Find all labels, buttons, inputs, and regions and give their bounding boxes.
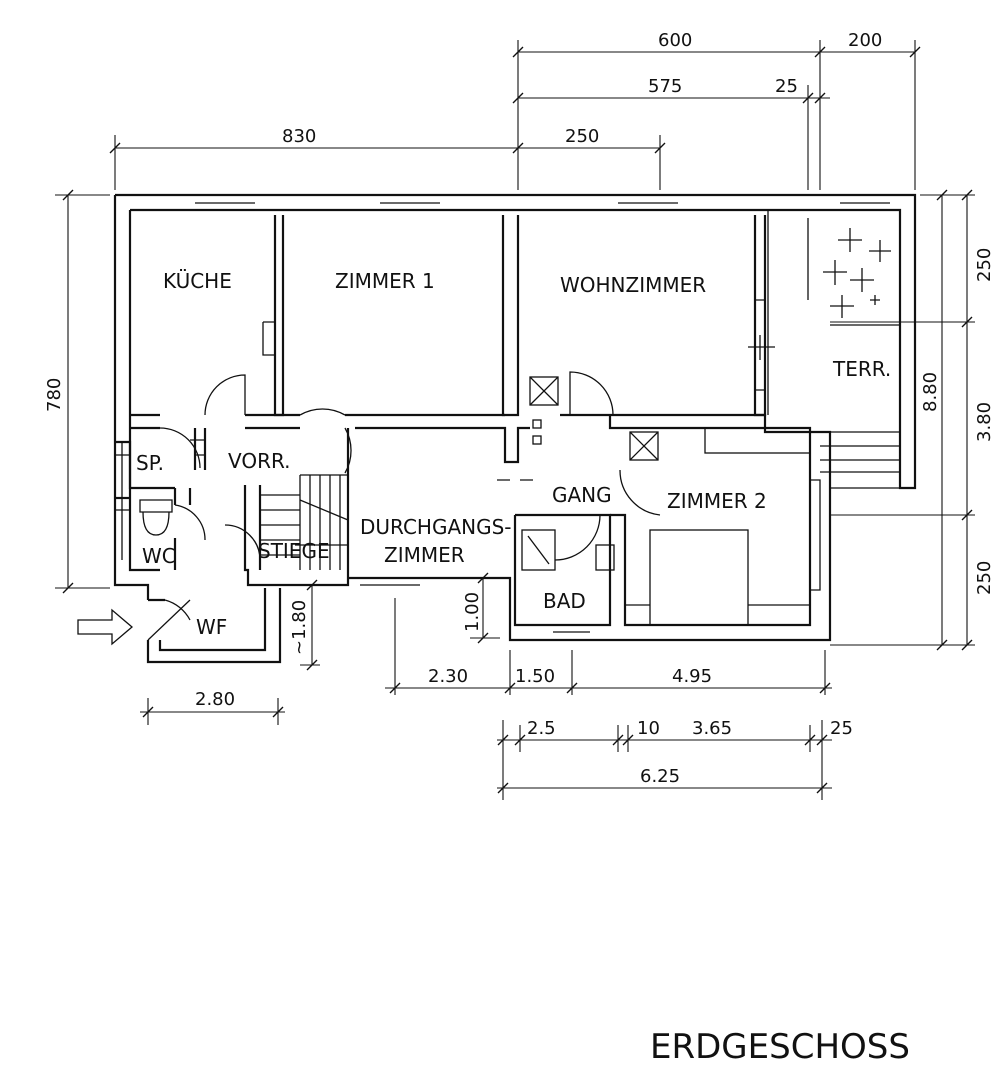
room-label-gang: GANG bbox=[552, 483, 612, 507]
dim-label-230: 2.30 bbox=[428, 666, 468, 687]
entry-arrow-icon bbox=[77, 608, 134, 646]
room-label-stiege: STIEGE bbox=[258, 539, 330, 563]
dim-label-625: 6.25 bbox=[640, 766, 680, 787]
room-label-durchgangszimmer-line2: ZIMMER bbox=[384, 543, 465, 567]
dim-label-280: 2.80 bbox=[195, 689, 235, 710]
dim-label-365: 3.65 bbox=[692, 718, 732, 739]
dim-label-100: 1.00 bbox=[462, 592, 483, 632]
dim-label-180: ~1.80 bbox=[289, 600, 310, 655]
room-label-wc: WC bbox=[142, 544, 176, 568]
dim-label-25-top: 25 bbox=[775, 76, 798, 97]
fixtures bbox=[139, 376, 811, 626]
dim-label-25-bottom: 25 bbox=[830, 718, 853, 739]
dim-label-250-right-b: 250 bbox=[974, 561, 995, 595]
room-label-zimmer2: ZIMMER 2 bbox=[667, 489, 767, 513]
room-label-kueche: KÜCHE bbox=[163, 269, 232, 293]
room-label-sp: SP. bbox=[136, 451, 164, 475]
room-label-zimmer1: ZIMMER 1 bbox=[335, 269, 435, 293]
dim-label-250-right-a: 250 bbox=[974, 248, 995, 282]
room-label-wf: WF bbox=[196, 615, 227, 639]
room-labels: KÜCHE ZIMMER 1 WOHNZIMMER TERR. SP. VORR… bbox=[136, 269, 891, 639]
room-label-terr: TERR. bbox=[832, 357, 891, 381]
doors bbox=[147, 371, 661, 641]
dimension-labels: 600 200 575 25 830 250 780 8.80 250 3.80… bbox=[44, 30, 995, 787]
room-label-vorr: VORR. bbox=[228, 449, 291, 473]
room-label-bad: BAD bbox=[543, 589, 586, 613]
dimension-lines bbox=[55, 40, 975, 800]
dim-label-780: 780 bbox=[44, 378, 65, 412]
dim-label-150: 1.50 bbox=[515, 666, 555, 687]
plan-title: ERDGESCHOSS bbox=[650, 1027, 910, 1067]
dim-label-575: 575 bbox=[648, 76, 682, 97]
dim-label-880: 8.80 bbox=[920, 372, 941, 412]
dim-label-200: 200 bbox=[848, 30, 882, 51]
windows bbox=[115, 202, 890, 663]
dim-label-600: 600 bbox=[658, 30, 692, 51]
dim-label-250-top: 250 bbox=[565, 126, 599, 147]
terrace-plants bbox=[807, 218, 900, 326]
dim-label-830: 830 bbox=[282, 126, 316, 147]
room-label-wohnzimmer: WOHNZIMMER bbox=[560, 273, 706, 297]
dim-label-495: 4.95 bbox=[672, 666, 712, 687]
room-label-durchgangszimmer-line1: DURCHGANGS- bbox=[360, 515, 512, 539]
dim-label-2-5: 2.5 bbox=[527, 718, 556, 739]
dim-label-380: 3.80 bbox=[974, 402, 995, 442]
dim-label-10: 10 bbox=[637, 718, 660, 739]
